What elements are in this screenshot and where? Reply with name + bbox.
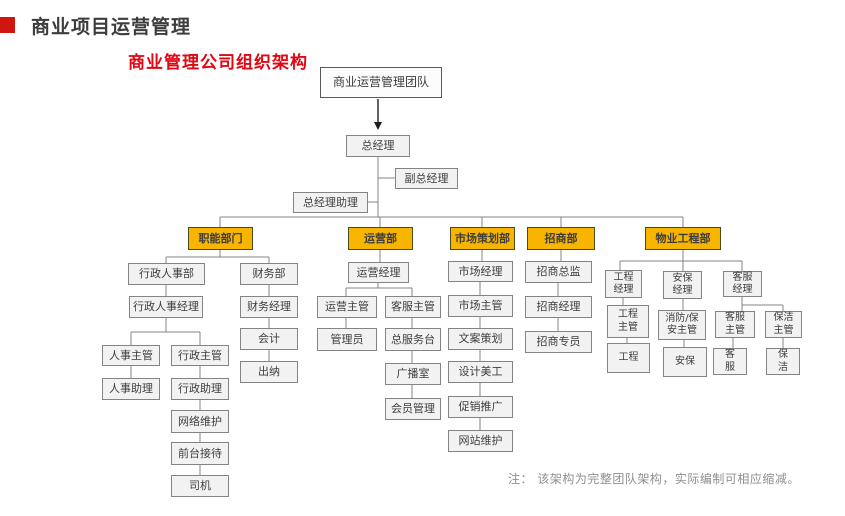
org-node-dept-leasing: 招商部 — [527, 227, 595, 250]
org-node-hr-supervisor: 人事主管 — [102, 345, 160, 366]
org-node-hr-admin-dept: 行政人事部 — [128, 263, 205, 285]
org-node-membership: 会员管理 — [385, 398, 441, 420]
org-node-hr-assistant: 人事助理 — [102, 378, 160, 400]
org-node-cleaning-supervisor: 保洁 主管 — [765, 311, 802, 338]
org-node-cleaning-staff: 保 洁 — [766, 348, 800, 375]
org-node-driver: 司机 — [171, 475, 229, 497]
footnote: 注： 该架构为完整团队架构，实际编制可相应缩减。 — [508, 472, 800, 486]
org-node-website-maintenance: 网站维护 — [448, 430, 513, 452]
org-node-team: 商业运营管理团队 — [320, 67, 442, 98]
org-node-gm-assistant: 总经理助理 — [293, 192, 368, 213]
org-node-design-art: 设计美工 — [448, 361, 513, 383]
org-node-admin-assistant: 行政助理 — [171, 378, 229, 400]
org-node-finance-dept: 财务部 — [240, 263, 298, 285]
org-node-network-maintenance: 网络维护 — [171, 410, 229, 433]
org-node-leasing-director: 招商总监 — [525, 261, 592, 283]
org-node-operations-supervisor: 运营主管 — [317, 296, 377, 318]
org-node-cashier: 出纳 — [240, 361, 298, 383]
org-node-engineering-supervisor: 工程 主管 — [607, 305, 649, 338]
org-node-cs-manager: 客服 经理 — [723, 271, 762, 297]
org-node-hr-admin-manager: 行政人事经理 — [129, 296, 203, 318]
org-node-market-manager: 市场经理 — [448, 261, 513, 282]
page-title: 商业项目运营管理 — [31, 16, 192, 38]
org-node-fire-security-supervisor: 消防/保 安主管 — [658, 310, 706, 340]
org-node-admin-supervisor: 行政主管 — [171, 345, 229, 366]
org-node-leasing-specialist: 招商专员 — [525, 331, 592, 353]
org-node-promotion: 促销推广 — [448, 396, 513, 418]
org-node-operations-manager: 运营经理 — [348, 262, 409, 283]
org-node-market-supervisor: 市场主管 — [448, 295, 513, 317]
org-node-leasing-manager: 招商经理 — [525, 296, 592, 318]
org-node-dept-marketing: 市场策划部 — [450, 227, 515, 250]
header-bullet-square — [0, 17, 15, 33]
org-node-security-manager: 安保 经理 — [663, 271, 702, 299]
org-node-cs-supervisor: 客服主管 — [385, 296, 441, 318]
org-node-cs-supervisor-2: 客服 主管 — [715, 311, 755, 338]
org-node-service-desk: 总服务台 — [385, 328, 441, 351]
org-node-engineering-staff: 工程 — [607, 343, 650, 373]
org-node-finance-manager: 财务经理 — [240, 296, 298, 318]
org-node-deputy-general-manager: 副总经理 — [395, 168, 458, 189]
org-node-security-staff: 安保 — [663, 347, 707, 377]
org-node-dept-functional: 职能部门 — [188, 227, 253, 250]
org-node-reception: 前台接待 — [171, 442, 229, 465]
org-node-broadcast-room: 广播室 — [385, 363, 441, 385]
org-node-engineering-manager: 工程 经理 — [605, 270, 642, 298]
org-node-cs-staff: 客 服 — [713, 348, 747, 375]
org-node-dept-operations: 运营部 — [348, 227, 413, 250]
org-node-general-manager: 总经理 — [346, 135, 410, 157]
org-node-copywriting: 文案策划 — [448, 328, 513, 350]
org-node-accountant: 会计 — [240, 328, 298, 350]
org-node-administrator: 管理员 — [317, 328, 377, 351]
org-node-dept-property: 物业工程部 — [645, 227, 721, 250]
org-chart-title: 商业管理公司组织架构 — [128, 53, 308, 73]
